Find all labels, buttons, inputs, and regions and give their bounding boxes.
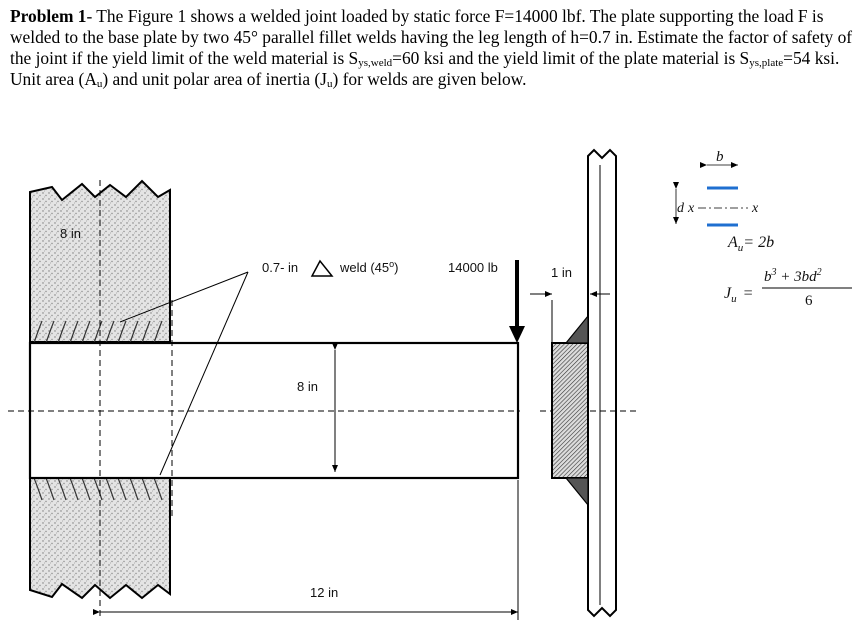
plate-height-label: 8 in [297,379,318,394]
problem-text-part: ) and unit polar area of inertia (J [102,69,327,89]
weld-type-label: weld (45o) [339,259,399,275]
length-label: 12 in [310,585,338,600]
x-axis-left: x [687,201,695,216]
subscript-ys-weld: ys,weld [358,57,393,69]
weld-size-label: 0.7- in [262,260,298,275]
force-arrowhead-icon [509,326,525,343]
ju-label: Ju= [724,285,753,305]
problem-text-part: =60 ksi and the yield limit of the plate… [392,48,750,68]
d-label: d [677,201,685,216]
problem-text-part: ) for welds are given below. [332,69,527,89]
b-label: b [716,149,724,165]
centerlines [8,180,520,618]
ju-denominator: 6 [805,293,813,309]
thickness-label: 1 in [551,265,572,280]
problem-text-part: =54 ksi. Unit area (A [10,48,840,89]
x-axis-right: x [751,201,759,216]
weld-leader [119,271,249,476]
problem-text-part: - The Figure 1 shows a welded joint load… [10,6,853,68]
problem-statement: Problem 1- The Figure 1 shows a welded j… [10,6,856,90]
weld-bead-top [33,320,163,344]
weld-group-formulas: b d x x Au= 2b Ju= b3 + 3bd2 6 [673,149,852,309]
subscript-u: u [96,78,103,90]
subscript-u: u [326,78,333,90]
subscript-ys-plate: ys,plate [749,57,784,69]
fillet-weld-symbol-icon [310,259,334,277]
side-view: 1 in [530,148,640,618]
weld-bead-bottom [33,477,163,501]
force-label: 14000 lb [448,260,498,275]
ju-numerator: b3 + 3bd2 [764,267,822,285]
problem-heading: Problem 1 [10,6,87,26]
au-formula: Au= 2b [727,234,774,254]
base-height-label: 8 in [60,226,81,241]
